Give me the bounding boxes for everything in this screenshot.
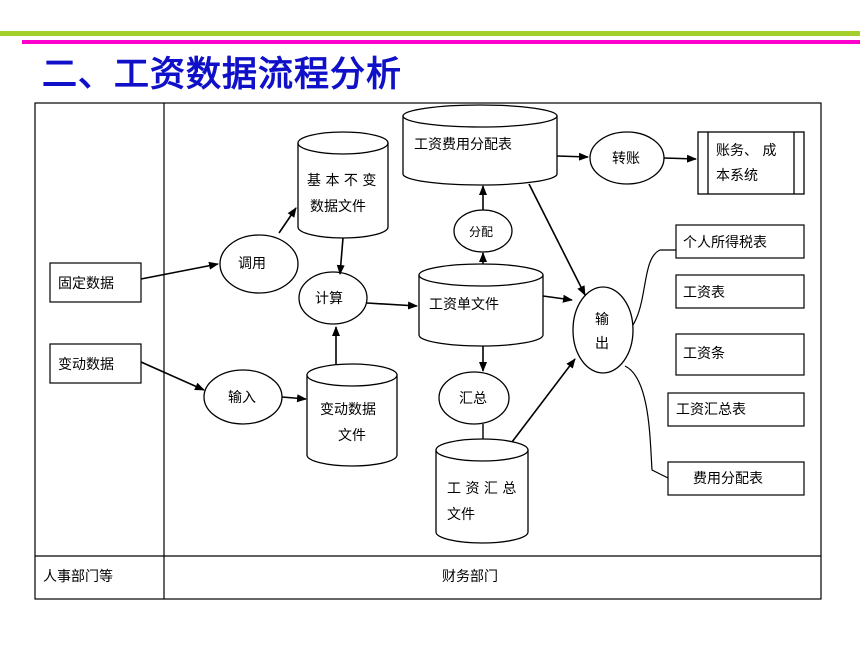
accounting-system-label-2: 本系统	[716, 168, 758, 184]
input-label: 输入	[228, 390, 256, 406]
output-tax-label: 个人所得税表	[683, 234, 767, 251]
header-green-bar	[0, 31, 860, 36]
call-process	[219, 234, 299, 294]
alloc-table-label: 工资费用分配表	[414, 137, 512, 153]
accounting-system-label-1: 账务、 成	[716, 143, 776, 159]
output-box-payroll	[675, 274, 805, 309]
basic-file-label-2: 数据文件	[310, 199, 366, 215]
change-data-file-cylinder	[306, 363, 398, 467]
output-bracket	[624, 249, 676, 479]
change-data-box	[49, 343, 142, 384]
arrow-alloctable-to-transfer	[556, 152, 589, 161]
alloc-table-cylinder	[402, 104, 558, 186]
fixed-data-box	[49, 262, 142, 303]
payroll-file-cylinder	[418, 263, 544, 347]
arrow-summaryfile-to-output	[511, 358, 576, 443]
arrow-alloctable-to-output	[528, 183, 586, 296]
output-label-2: 出	[595, 336, 609, 352]
summary-process	[438, 371, 510, 425]
fixed-data-label: 固定数据	[58, 276, 114, 292]
output-alloc-label: 费用分配表	[693, 471, 763, 487]
diagram-frame	[34, 102, 822, 600]
arrow-change-to-input	[140, 361, 205, 391]
call-label: 调用	[238, 256, 266, 272]
arrow-payroll-to-output	[542, 294, 573, 303]
transfer-label: 转账	[612, 151, 640, 167]
alloc-label: 分配	[469, 225, 493, 239]
arrow-calc-to-payroll	[366, 301, 418, 310]
change-file-label-1: 变动数据	[320, 402, 376, 418]
lane-label-finance: 财务部门	[442, 569, 498, 585]
change-file-label-2: 文件	[338, 428, 366, 444]
basic-data-file-cylinder	[297, 131, 389, 239]
arrow-transfer-to-system	[663, 154, 697, 163]
arrow-input-to-changefile	[281, 394, 307, 403]
summary-file-cylinder	[435, 438, 529, 544]
output-box-alloc	[667, 461, 805, 496]
output-process	[572, 286, 634, 374]
change-data-label: 变动数据	[58, 357, 114, 373]
arrow-fixed-to-call	[140, 261, 219, 280]
output-box-tax	[675, 224, 805, 259]
flow-arrows	[140, 152, 697, 443]
arrow-call-to-basic	[278, 207, 297, 234]
lane-label-hr: 人事部门等	[43, 568, 113, 585]
header-pink-bar	[22, 40, 860, 44]
calc-process	[298, 271, 368, 325]
payroll-file-label: 工资单文件	[429, 297, 499, 313]
calc-label: 计算	[315, 291, 343, 307]
output-box-summary	[667, 392, 805, 427]
summary-file-label-2: 文件	[447, 507, 475, 523]
output-summary-label: 工资汇总表	[676, 402, 746, 418]
basic-file-label-1: 基 本 不 变	[307, 172, 376, 189]
output-label-1: 输	[595, 312, 609, 328]
summary-label: 汇总	[459, 391, 487, 407]
output-payroll-label: 工资表	[683, 285, 725, 301]
slide-title: 二、工资数据流程分析	[42, 55, 403, 95]
summary-file-label-1: 工 资 汇 总	[447, 481, 516, 497]
output-box-slip	[675, 333, 805, 376]
accounting-system-box	[697, 131, 805, 195]
output-slip-label: 工资条	[683, 345, 725, 362]
arrow-basic-to-calc	[336, 237, 345, 275]
